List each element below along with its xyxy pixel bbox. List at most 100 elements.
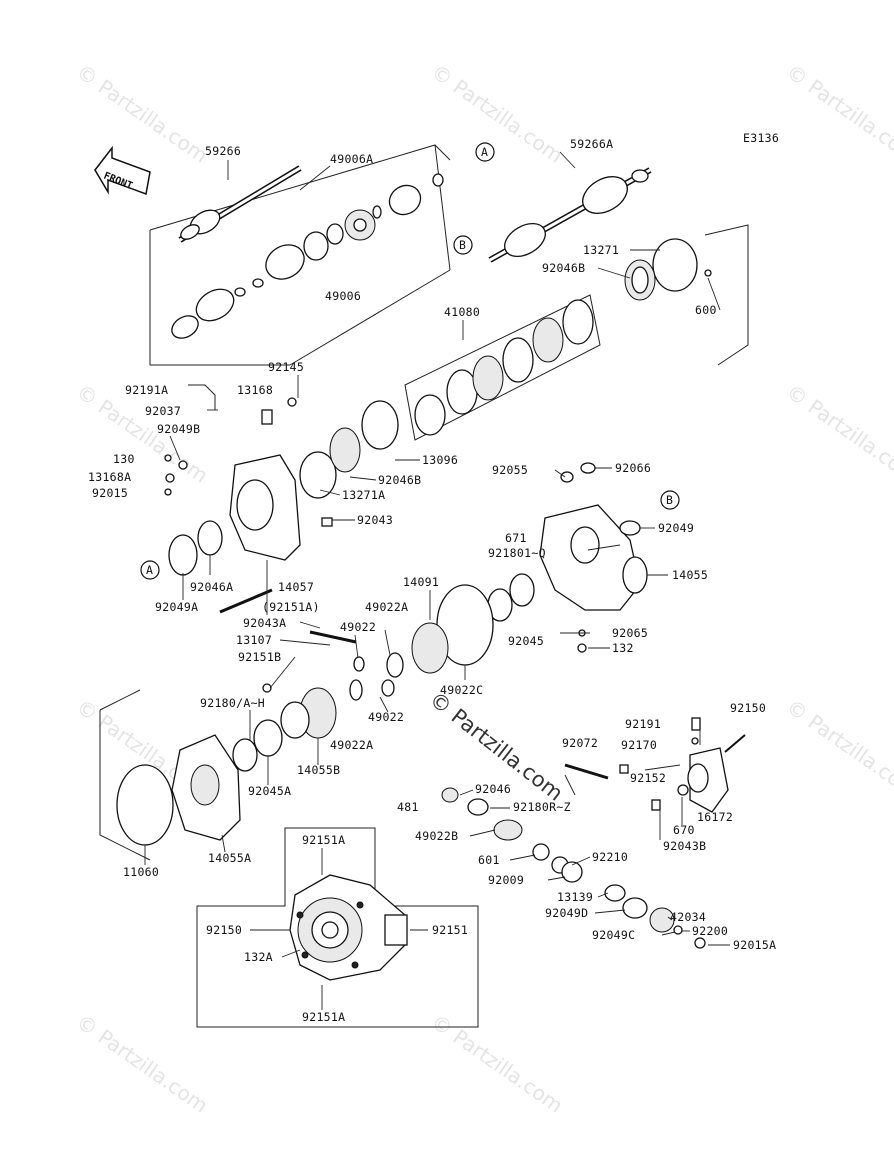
part-label: 49006A (330, 152, 373, 166)
part-label: 92037 (145, 404, 181, 418)
part-label: 11060 (123, 865, 159, 879)
part-label: 49022A (365, 600, 408, 614)
right-shaft-group (488, 167, 749, 366)
part-label: 92170 (621, 738, 657, 752)
part-label: 92151A (302, 833, 345, 847)
diagram-code: E3136 (743, 131, 779, 145)
differential-group (232, 584, 494, 772)
cover-group (99, 689, 241, 861)
part-label: 92150 (730, 701, 766, 715)
part-label: 92043 (357, 513, 393, 527)
part-label: 92049D (545, 906, 588, 920)
part-label: 130 (113, 452, 135, 466)
watermark: © Partzilla.com (782, 379, 894, 487)
part-label: 14091 (403, 575, 439, 589)
part-label: 92191A (125, 383, 168, 397)
part-label: 481 (397, 800, 419, 814)
part-label: 92145 (268, 360, 304, 374)
callout-a-label: A (146, 563, 153, 577)
leader-lines (144, 151, 730, 1010)
part-label: 600 (695, 303, 717, 317)
part-label: 92210 (592, 850, 628, 864)
left-housing-group (164, 384, 399, 614)
part-label: 41080 (444, 305, 480, 319)
part-label: 92150 (206, 923, 242, 937)
watermark: © Partzilla.com (782, 694, 894, 802)
part-label: 92200 (692, 924, 728, 938)
part-label: 14055 (672, 568, 708, 582)
part-label: 14055B (297, 763, 340, 777)
part-label: 13139 (557, 890, 593, 904)
part-label: 14057 (278, 580, 314, 594)
part-label: 92046A (190, 580, 233, 594)
part-label: 49022A (330, 738, 373, 752)
callout-a-label: A (481, 145, 488, 159)
part-label: 92015 (92, 486, 128, 500)
part-label: 92049 (658, 521, 694, 535)
part-label: 92046B (378, 473, 421, 487)
part-label: 92151A (302, 1010, 345, 1024)
part-label: 49006 (325, 289, 361, 303)
callout-a-bottom: A (140, 560, 160, 580)
part-label: 49022 (368, 710, 404, 724)
part-label: 132 (612, 641, 634, 655)
part-label: 92049B (157, 422, 200, 436)
part-label: 13096 (422, 453, 458, 467)
part-label: 92049C (592, 928, 635, 942)
callout-b-label: B (666, 493, 673, 507)
clutch-pack-group (404, 294, 601, 441)
watermark: © Partzilla.com (72, 59, 212, 167)
watermark: © Partzilla.com (427, 1009, 567, 1117)
part-label: 92045 (508, 634, 544, 648)
part-label: 42034 (670, 910, 706, 924)
part-label: 92043A (243, 616, 286, 630)
part-label: 92045A (248, 784, 291, 798)
part-labels: 59266 49006A 49006 59266A 13271 92046B 6… (88, 137, 776, 1024)
part-label: 92049A (155, 600, 198, 614)
part-label: 92151B (238, 650, 281, 664)
callout-b-label: B (459, 238, 466, 252)
part-label: 13271A (342, 488, 385, 502)
part-label: 601 (478, 853, 500, 867)
part-label: 671 (505, 531, 527, 545)
inset-box (196, 827, 479, 1028)
part-label: 13271 (583, 243, 619, 257)
left-shaft-group (149, 144, 451, 366)
part-label: 49022 (340, 620, 376, 634)
part-label: 92180R~Z (513, 800, 571, 814)
part-label: 92046B (542, 261, 585, 275)
pinion-group (441, 763, 706, 949)
part-label: 670 (673, 823, 695, 837)
callout-b-bottom: B (660, 490, 680, 510)
part-label: 92009 (488, 873, 524, 887)
part-label: 92066 (615, 461, 651, 475)
part-label: 921801~Q (488, 546, 546, 560)
part-label: 49022C (440, 683, 483, 697)
part-label: 13168 (237, 383, 273, 397)
main-case-group (487, 462, 648, 653)
callout-b-top: B (453, 235, 473, 255)
part-label: (92151A) (262, 600, 320, 614)
part-label: 92191 (625, 717, 661, 731)
front-arrow-icon: FRONT (94, 145, 151, 196)
part-label: 92055 (492, 463, 528, 477)
part-label: 49022B (415, 829, 458, 843)
part-label: 92152 (630, 771, 666, 785)
watermark: © Partzilla.com (427, 59, 567, 167)
watermark: © Partzilla.com (782, 59, 894, 167)
part-label: 59266A (570, 137, 613, 151)
part-label: 59266 (205, 144, 241, 158)
part-label: 14055A (208, 851, 251, 865)
part-label: 92151 (432, 923, 468, 937)
part-label: 16172 (697, 810, 733, 824)
part-label: 92015A (733, 938, 776, 952)
part-label: 13107 (236, 633, 272, 647)
part-label: 92046 (475, 782, 511, 796)
part-label: 92065 (612, 626, 648, 640)
part-label: 92043B (663, 839, 706, 853)
watermark: © Partzilla.com (72, 1009, 212, 1117)
part-label: 13168A (88, 470, 131, 484)
callout-a-top: A (475, 142, 495, 162)
